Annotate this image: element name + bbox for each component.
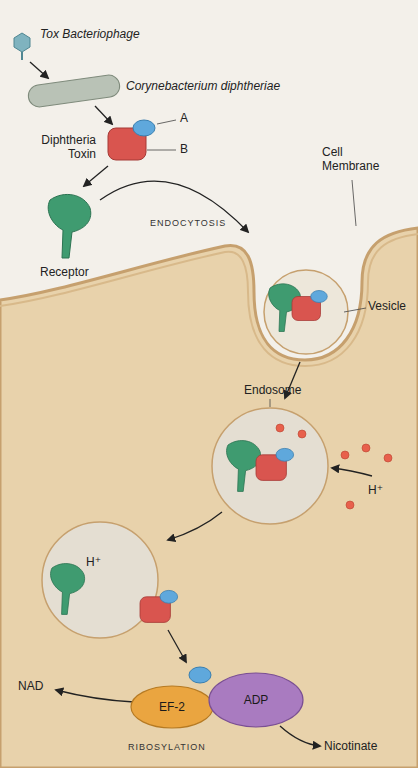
cell-interior [0,228,418,768]
leader-line [270,399,271,407]
leader-line [344,308,366,312]
diphtheria-toxin [108,120,155,160]
arrow [332,468,372,476]
arrow [168,512,222,540]
bacteriophage [14,33,30,60]
structure-label: Receptor [40,266,89,280]
toxin-label: Diphtheria Toxin [14,134,96,162]
ion-label: H⁺ [86,556,101,570]
endosome [42,522,158,638]
organism-name: Tox Bacteriophage [40,28,140,42]
arrow [95,106,112,124]
part-label: A [180,112,188,126]
receptor [48,194,91,258]
vesicle [264,270,348,354]
receptor [51,564,85,615]
arrow [56,690,134,702]
arrow [168,630,186,662]
leader-line [352,180,356,226]
part-label: B [180,143,188,157]
diphtheria-toxin [140,590,178,622]
molecule-label: Nicotinate [324,740,377,754]
diphtheria-toxin [292,291,327,321]
node-text: EF-2 [130,700,214,714]
arrow [280,726,320,746]
molecule-label: NAD [18,680,43,694]
structure-label: Vesicle [368,300,406,314]
organism-name: Corynebacterium diphtheriae [126,80,280,94]
protein-ellipse: EF-2 [130,685,214,729]
structure-label: Cell Membrane [322,146,392,174]
arrow [30,62,48,78]
arrow [100,181,248,232]
leader-line [147,150,176,151]
process-label: RIBOSYLATION [128,742,206,752]
endosome [212,408,328,524]
ion-label: H⁺ [368,484,383,498]
receptor [227,441,261,492]
diphtheria-toxin [256,448,294,480]
process-label: ENDOCYTOSIS [150,218,226,228]
bacterium [27,74,121,109]
structure-label: Endosome [244,384,301,398]
leader-line [157,120,176,124]
node-text: ADP [208,693,304,707]
molecule-ellipse: ADP [208,672,304,728]
a-fragment [189,667,211,683]
arrow [84,166,108,186]
